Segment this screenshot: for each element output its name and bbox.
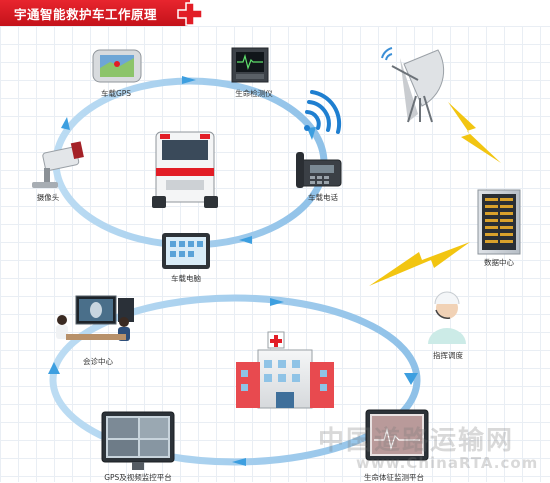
label-phone: 车载电话 xyxy=(308,193,338,202)
arrow-icon xyxy=(61,117,70,130)
satellite-dish-icon xyxy=(381,47,445,123)
gps-device-icon xyxy=(92,49,142,83)
watermark: 中国道路运输网 xyxy=(318,426,515,456)
vital-platform-screen-icon xyxy=(365,409,429,461)
video-monitoring-screen-icon xyxy=(101,411,175,470)
label-gps: 车载GPS xyxy=(100,89,132,98)
arrow-icon xyxy=(239,236,252,244)
arrow-icon xyxy=(307,127,316,140)
arrow-icon xyxy=(270,298,284,306)
page-title: 宇通智能救护车工作原理 xyxy=(14,7,158,22)
wifi-signal-icon xyxy=(305,90,342,134)
label-tablet: 车载电脑 xyxy=(171,274,201,283)
server-rack-icon xyxy=(477,189,521,255)
arrow-icon xyxy=(48,362,60,374)
lightning-icon xyxy=(369,242,470,286)
lightning-icon xyxy=(448,102,501,163)
arrow-icon xyxy=(404,373,418,385)
label-gps-video: GPS及视频监控平台 xyxy=(104,473,172,482)
label-dispatch: 指挥调度 xyxy=(433,351,463,360)
label-camera: 摄像头 xyxy=(36,193,60,202)
consultation-center-icon xyxy=(56,295,134,341)
tablet-icon xyxy=(162,233,210,269)
title-bar: 宇通智能救护车工作原理 xyxy=(0,0,190,26)
camera-icon xyxy=(32,141,84,188)
desk-phone-icon xyxy=(296,152,342,188)
vital-monitor-icon xyxy=(231,47,269,83)
label-data-center: 数据中心 xyxy=(484,258,514,267)
arrow-icon xyxy=(232,458,246,466)
hospital-building-icon xyxy=(236,331,334,409)
label-vital-platform: 生命体征监测平台 xyxy=(364,473,424,482)
label-consultation: 会诊中心 xyxy=(83,357,113,366)
ambulance-icon xyxy=(152,131,218,208)
watermark-url: www.ChinaRTA.com xyxy=(356,454,539,472)
dispatch-operator-icon xyxy=(428,291,466,344)
label-vital-monitor: 生命检测仪 xyxy=(235,89,273,98)
medical-cross-icon xyxy=(177,2,203,26)
arrow-icon xyxy=(182,76,196,84)
